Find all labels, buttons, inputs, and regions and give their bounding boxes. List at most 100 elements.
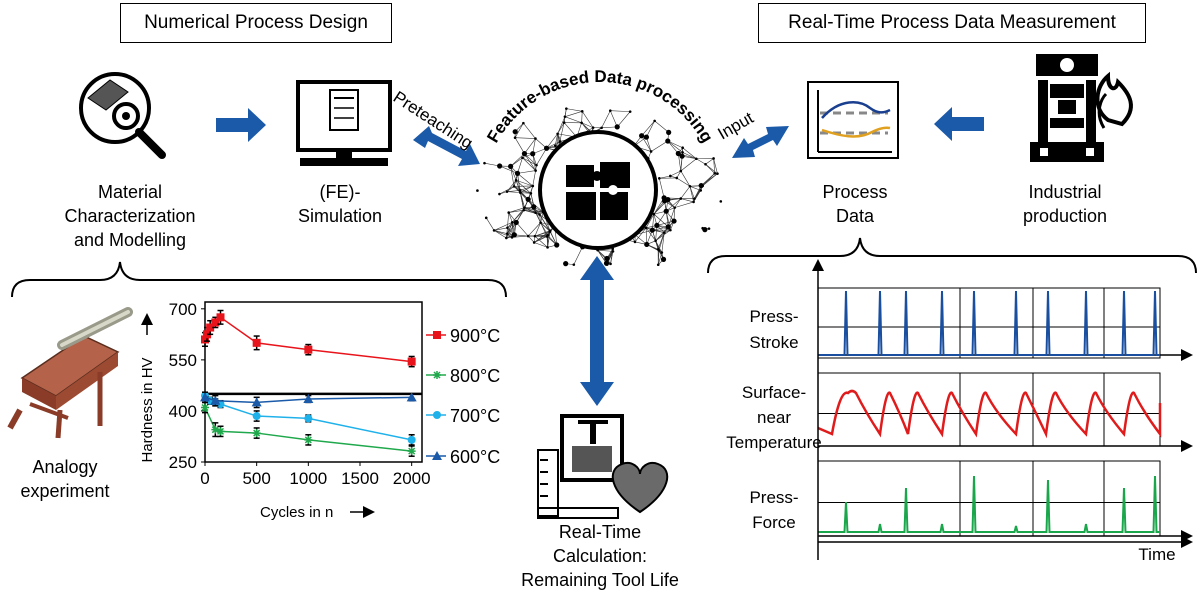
panel-label: near: [757, 408, 791, 427]
network-node: [534, 137, 537, 140]
network-node: [525, 196, 531, 202]
network-node: [665, 224, 671, 230]
y-tick-label: 700: [169, 300, 197, 319]
network-node: [521, 156, 524, 160]
network-node: [614, 124, 620, 130]
network-node: [514, 170, 521, 176]
network-link: [564, 108, 567, 117]
legend-label: 800°C: [450, 366, 500, 386]
network-node: [513, 136, 517, 139]
legend-label: 700°C: [450, 406, 500, 426]
network-node: [518, 189, 522, 192]
network-link: [564, 111, 583, 117]
network-link: [515, 180, 532, 194]
network-node: [591, 126, 595, 129]
network-link: [674, 201, 694, 208]
network-node: [704, 162, 707, 166]
process-data-icon: [807, 81, 899, 159]
network-node: [476, 189, 479, 192]
network-node: [663, 208, 669, 214]
y-tick-label: 400: [169, 402, 197, 421]
data-point: [407, 447, 416, 456]
data-point: [407, 357, 416, 366]
network-node: [556, 132, 559, 136]
data-point: [251, 397, 262, 407]
network-node: [532, 241, 536, 244]
network-link: [705, 164, 715, 174]
legend-label: 900°C: [450, 326, 500, 346]
network-link: [539, 214, 551, 232]
panel-label: Stroke: [749, 333, 798, 352]
network-node: [548, 230, 552, 233]
network-link: [652, 214, 655, 231]
network-link: [641, 120, 655, 136]
network-node: [688, 184, 692, 188]
right-brace: [707, 237, 1197, 274]
network-node: [669, 228, 672, 232]
network-link: [654, 120, 669, 133]
network-node: [546, 246, 549, 249]
network-link: [702, 173, 718, 186]
network-link: [499, 186, 515, 195]
network-link: [513, 186, 531, 194]
computer-icon: [296, 80, 392, 166]
network-link: [534, 231, 551, 237]
network-node: [526, 234, 530, 238]
network-link: [634, 227, 647, 243]
data-point: [252, 412, 261, 421]
network-link: [564, 116, 582, 124]
network-link: [659, 178, 665, 198]
network-node: [628, 110, 632, 113]
plot-frame: [204, 301, 423, 463]
network-link: [597, 249, 614, 252]
network-node: [553, 144, 557, 148]
network-link: [508, 209, 524, 213]
network-link: [499, 165, 518, 174]
x-tick-label: 0: [200, 469, 209, 488]
network-node: [514, 178, 518, 182]
network-link: [534, 242, 548, 248]
network-node: [529, 192, 533, 195]
left-brace: [11, 261, 507, 298]
network-node: [521, 150, 528, 157]
y-axis-label: Hardness in HV: [139, 357, 156, 462]
x-tick-label: 2000: [393, 469, 431, 488]
network-node: [653, 119, 656, 123]
network-node: [699, 189, 703, 192]
left-arrow-icon: [934, 107, 984, 141]
network-link: [554, 133, 558, 146]
network-link: [581, 111, 583, 123]
network-link: [680, 158, 697, 172]
network-link: [539, 214, 541, 223]
network-node: [512, 185, 516, 188]
network-link: [527, 222, 541, 237]
network-link: [506, 186, 515, 192]
network-node: [506, 226, 509, 230]
time-signal-chart: Press-StrokeSurface-nearTemperaturePress…: [726, 259, 1193, 564]
network-link: [616, 111, 631, 128]
network-node: [531, 184, 535, 188]
network-link: [534, 234, 548, 237]
network-node: [679, 169, 683, 173]
network-link: [532, 170, 536, 187]
network-link: [494, 227, 508, 231]
network-link: [665, 211, 669, 227]
network-link: [507, 212, 510, 228]
feature-title-svg: Feature-based Data processing: [483, 70, 716, 146]
network-node: [639, 133, 645, 139]
network-node: [562, 121, 566, 124]
network-node: [522, 121, 525, 125]
network-node: [511, 232, 517, 238]
tool-life-icon: [537, 414, 669, 519]
data-point: [304, 345, 313, 354]
x-tick-label: 1500: [341, 469, 379, 488]
network-node: [713, 172, 717, 175]
network-node: [539, 221, 542, 224]
network-link: [661, 232, 665, 253]
network-node: [554, 242, 560, 248]
network-link: [508, 212, 513, 223]
network-node: [512, 129, 518, 135]
network-node: [498, 192, 501, 196]
